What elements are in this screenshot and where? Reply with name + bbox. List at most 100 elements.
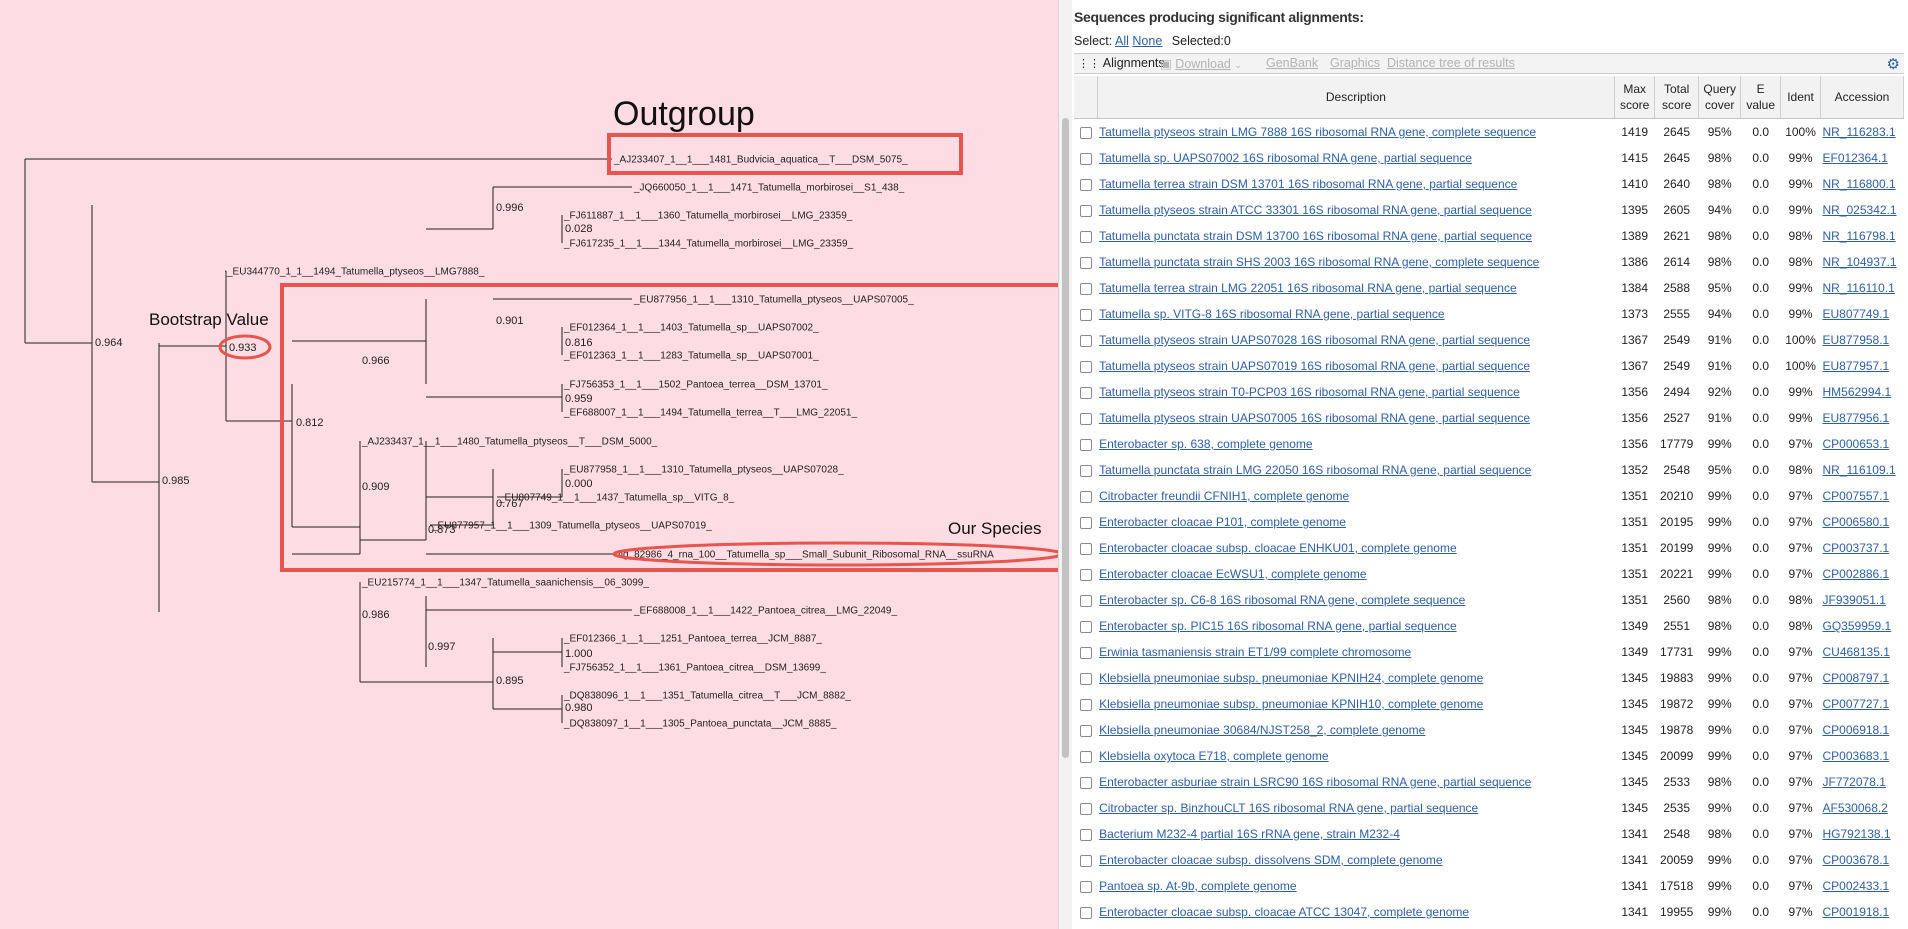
description-link[interactable]: Klebsiella pneumoniae 30684/NJST258_2, c…	[1099, 723, 1426, 737]
row-checkbox[interactable]	[1079, 906, 1092, 919]
row-checkbox[interactable]	[1079, 490, 1092, 503]
description-link[interactable]: Klebsiella oxytoca E718, complete genome	[1099, 749, 1329, 763]
accession-link[interactable]: CP001918.1	[1822, 905, 1890, 919]
accession-link[interactable]: CU468135.1	[1822, 645, 1890, 659]
ident-header[interactable]: Ident	[1780, 76, 1821, 119]
description-link[interactable]: Tatumella punctata strain LMG 22050 16S …	[1099, 463, 1532, 477]
row-checkbox[interactable]	[1079, 360, 1092, 373]
row-checkbox[interactable]	[1079, 750, 1092, 763]
download-menu[interactable]: ▣ Download ⌄	[1160, 56, 1242, 71]
accession-header[interactable]: Accession	[1820, 76, 1904, 119]
accession-link[interactable]: EU877957.1	[1822, 359, 1890, 373]
description-link[interactable]: Tatumella sp. UAPS07002 16S ribosomal RN…	[1099, 151, 1472, 165]
accession-link[interactable]: CP002886.1	[1822, 567, 1890, 581]
row-checkbox[interactable]	[1079, 828, 1092, 841]
row-checkbox[interactable]	[1079, 620, 1092, 633]
description-link[interactable]: Klebsiella pneumoniae subsp. pneumoniae …	[1099, 697, 1484, 711]
row-checkbox[interactable]	[1079, 672, 1092, 685]
row-checkbox[interactable]	[1079, 698, 1092, 711]
row-checkbox[interactable]	[1079, 854, 1092, 867]
row-checkbox[interactable]	[1079, 126, 1092, 139]
description-link[interactable]: Enterobacter cloacae P101, complete geno…	[1099, 515, 1346, 529]
row-checkbox[interactable]	[1079, 646, 1092, 659]
row-checkbox[interactable]	[1079, 464, 1092, 477]
description-header[interactable]: Description	[1097, 76, 1616, 119]
accession-link[interactable]: CP000653.1	[1822, 437, 1890, 451]
accession-link[interactable]: NR_116798.1	[1822, 229, 1896, 243]
accession-link[interactable]: JF939051.1	[1822, 593, 1886, 607]
accession-link[interactable]: JF772078.1	[1822, 775, 1886, 789]
accession-link[interactable]: CP003737.1	[1822, 541, 1890, 555]
description-link[interactable]: Tatumella ptyseos strain T0-PCP03 16S ri…	[1099, 385, 1520, 399]
accession-link[interactable]: CP008797.1	[1822, 671, 1890, 685]
row-checkbox[interactable]	[1079, 152, 1092, 165]
row-checkbox[interactable]	[1079, 256, 1092, 269]
description-link[interactable]: Tatumella ptyseos strain UAPS07028 16S r…	[1099, 333, 1531, 347]
description-link[interactable]: Enterobacter sp. PIC15 16S ribosomal RNA…	[1099, 619, 1457, 633]
accession-link[interactable]: CP003678.1	[1822, 853, 1890, 867]
row-checkbox[interactable]	[1079, 230, 1092, 243]
accession-link[interactable]: CP007557.1	[1822, 489, 1890, 503]
query-cover-header[interactable]: Query cover	[1698, 76, 1742, 119]
description-link[interactable]: Enterobacter sp. 638, complete genome	[1099, 437, 1313, 451]
select-all-link[interactable]: All	[1115, 34, 1129, 48]
accession-link[interactable]: HM562994.1	[1822, 385, 1892, 399]
row-checkbox[interactable]	[1079, 594, 1092, 607]
accession-link[interactable]: CP002433.1	[1822, 879, 1890, 893]
accession-link[interactable]: NR_116110.1	[1822, 281, 1895, 295]
row-checkbox[interactable]	[1079, 282, 1092, 295]
max-score-header[interactable]: Max score	[1614, 76, 1656, 119]
description-link[interactable]: Tatumella ptyseos strain UAPS07019 16S r…	[1099, 359, 1531, 373]
description-link[interactable]: Tatumella ptyseos strain ATCC 33301 16S …	[1099, 203, 1532, 217]
row-checkbox[interactable]	[1079, 724, 1092, 737]
description-link[interactable]: Pantoea sp. At-9b, complete genome	[1099, 879, 1297, 893]
accession-link[interactable]: HG792138.1	[1822, 827, 1891, 841]
description-link[interactable]: Tatumella ptyseos strain UAPS07005 16S r…	[1099, 411, 1531, 425]
alignments-toggle[interactable]: ⋮⋮ Alignments	[1078, 56, 1165, 70]
description-link[interactable]: Tatumella terrea strain LMG 22051 16S ri…	[1099, 281, 1517, 295]
accession-link[interactable]: EF012364.1	[1822, 151, 1888, 165]
gear-icon[interactable]: ⚙	[1886, 56, 1900, 73]
row-checkbox[interactable]	[1079, 412, 1092, 425]
description-link[interactable]: Klebsiella pneumoniae subsp. pneumoniae …	[1099, 671, 1484, 685]
accession-link[interactable]: GQ359959.1	[1822, 619, 1892, 633]
row-checkbox[interactable]	[1079, 516, 1092, 529]
description-link[interactable]: Citrobacter sp. BinzhouCLT 16S ribosomal…	[1099, 801, 1479, 815]
row-checkbox[interactable]	[1079, 542, 1092, 555]
row-checkbox[interactable]	[1079, 802, 1092, 815]
distance-tree-link[interactable]: Distance tree of results	[1387, 56, 1515, 70]
accession-link[interactable]: CP006580.1	[1822, 515, 1890, 529]
description-link[interactable]: Enterobacter cloacae EcWSU1, complete ge…	[1099, 567, 1367, 581]
tree-scrollbar[interactable]	[1058, 0, 1073, 929]
description-link[interactable]: Tatumella ptyseos strain LMG 7888 16S ri…	[1099, 125, 1536, 139]
description-link[interactable]: Erwinia tasmaniensis strain ET1/99 compl…	[1099, 645, 1412, 659]
description-link[interactable]: Enterobacter cloacae subsp. cloacae ENHK…	[1099, 541, 1457, 555]
description-link[interactable]: Enterobacter cloacae subsp. cloacae ATCC…	[1099, 905, 1470, 919]
accession-link[interactable]: CP003683.1	[1822, 749, 1890, 763]
genbank-link[interactable]: GenBank	[1266, 56, 1319, 70]
row-checkbox[interactable]	[1079, 776, 1092, 789]
accession-link[interactable]: NR_116800.1	[1822, 177, 1896, 191]
tree-scrollbar-thumb[interactable]	[1062, 118, 1069, 758]
row-checkbox[interactable]	[1079, 178, 1092, 191]
accession-link[interactable]: NR_104937.1	[1822, 255, 1897, 269]
accession-link[interactable]: EU807749.1	[1822, 307, 1890, 321]
description-link[interactable]: Bacterium M232-4 partial 16S rRNA gene, …	[1099, 827, 1400, 841]
accession-link[interactable]: CP006918.1	[1822, 723, 1890, 737]
description-link[interactable]: Enterobacter asburiae strain LSRC90 16S …	[1099, 775, 1532, 789]
description-link[interactable]: Tatumella punctata strain DSM 13700 16S …	[1099, 229, 1533, 243]
description-link[interactable]: Enterobacter sp. C6-8 16S ribosomal RNA …	[1099, 593, 1466, 607]
row-checkbox[interactable]	[1079, 880, 1092, 893]
row-checkbox[interactable]	[1079, 438, 1092, 451]
accession-link[interactable]: EU877956.1	[1822, 411, 1890, 425]
row-checkbox[interactable]	[1079, 334, 1092, 347]
row-checkbox[interactable]	[1079, 204, 1092, 217]
description-link[interactable]: Tatumella terrea strain DSM 13701 16S ri…	[1099, 177, 1518, 191]
accession-link[interactable]: EU877958.1	[1822, 333, 1890, 347]
accession-link[interactable]: NR_116109.1	[1822, 463, 1896, 477]
accession-link[interactable]: AF530068.2	[1822, 801, 1888, 815]
e-value-header[interactable]: E value	[1740, 76, 1782, 119]
accession-link[interactable]: NR_025342.1	[1822, 203, 1897, 217]
row-checkbox[interactable]	[1079, 568, 1092, 581]
description-link[interactable]: Tatumella sp. VITG-8 16S ribosomal RNA g…	[1099, 307, 1445, 321]
